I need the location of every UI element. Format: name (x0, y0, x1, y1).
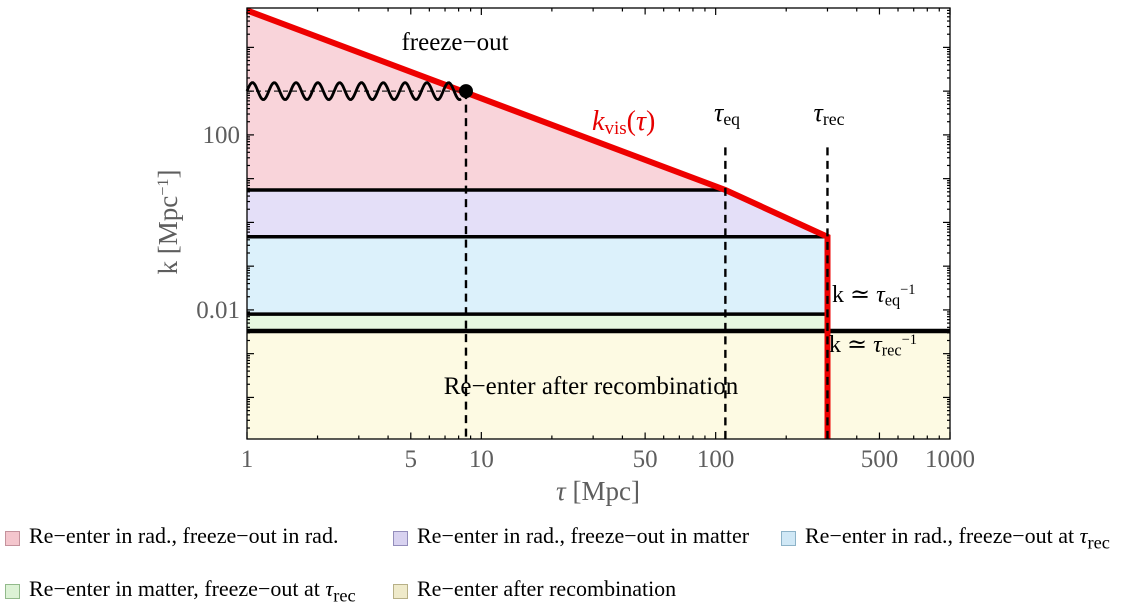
freeze-out-annotation: freeze−out (401, 29, 509, 56)
legend-item: Re−enter after recombination (393, 576, 676, 604)
region-reenter-rad-freezeout-rec (247, 236, 828, 315)
tau-eq-label: τeq (714, 98, 740, 129)
x-tick-label: 5 (405, 446, 418, 473)
y-tick-label: 100 (203, 122, 241, 149)
kvis-curve-label: kvis(τ) (592, 106, 656, 140)
legend-item: Re−enter in rad., freeze−out in matter (393, 523, 749, 551)
k-eq-line-label: k ≃ τeq−1 (832, 282, 916, 310)
x-axis-label: τ [Mpc] (556, 476, 640, 506)
legend-swatch-yellow (393, 583, 408, 599)
region-reenter-rad-freezeout-matter (247, 190, 828, 237)
legend-item: Re−enter in rad., freeze−out at τrec (781, 523, 1110, 552)
region-reenter-after-recombination (247, 331, 950, 439)
x-tick-label: 50 (633, 446, 658, 473)
k-rec-line-label: k ≃ τrec−1 (829, 332, 917, 360)
legend-swatch-blue (781, 530, 796, 546)
reenter-after-annotation: Re−enter after recombination (443, 373, 739, 400)
oscillating-mode-wave (245, 81, 462, 102)
y-tick-label: 0.01 (196, 297, 240, 324)
y-axis-label: k [Mpc−1] (152, 169, 183, 275)
x-tick-label: 1 (241, 446, 254, 473)
freeze-out-dot (458, 84, 473, 99)
legend-swatch-purple (393, 530, 408, 546)
x-tick-label: 100 (697, 446, 735, 473)
legend-item: Re−enter in rad., freeze−out in rad. (5, 523, 338, 551)
legend-swatch-pink (5, 530, 20, 546)
x-tick-label: 10 (469, 446, 494, 473)
x-tick-label: 1000 (925, 446, 975, 473)
tau-rec-label: τrec (813, 98, 845, 129)
plot-svg: 1 5 10 50 100 500 1000 100 0.01 (196, 7, 975, 473)
x-tick-label: 500 (861, 446, 899, 473)
region-reenter-matter-freezeout-rec (247, 314, 828, 331)
legend-item: Re−enter in matter, freeze−out at τrec (5, 576, 356, 605)
plot-frame (246, 7, 951, 440)
legend-swatch-green (5, 583, 20, 599)
